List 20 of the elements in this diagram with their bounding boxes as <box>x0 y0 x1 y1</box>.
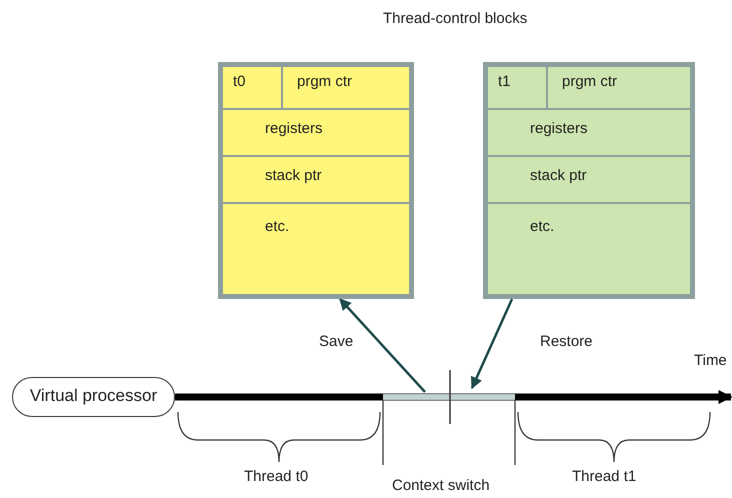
table-cell: stack ptr <box>486 155 692 204</box>
edge-label: Restore <box>540 333 593 350</box>
label: Context switch <box>392 477 490 494</box>
edge-label: Save <box>319 333 354 350</box>
table-cell: prgm ctr <box>546 65 692 110</box>
tcb-block <box>218 62 414 299</box>
table-cell: registers <box>486 108 692 157</box>
tcb-block <box>483 62 695 299</box>
title: Thread-control blocks <box>383 10 528 27</box>
table-cell: registers <box>221 108 411 157</box>
table-cell: t0 <box>221 65 283 110</box>
table-cell: prgm ctr <box>281 65 411 110</box>
rounded-node: Virtual processor <box>12 377 175 417</box>
label: Thread t1 <box>572 468 636 485</box>
label: Thread t0 <box>244 468 308 485</box>
table-cell: t1 <box>486 65 548 110</box>
edge-label: Time <box>694 352 727 369</box>
table-cell: stack ptr <box>221 155 411 204</box>
table-cell: etc. <box>486 202 692 296</box>
table-cell: etc. <box>221 202 411 296</box>
